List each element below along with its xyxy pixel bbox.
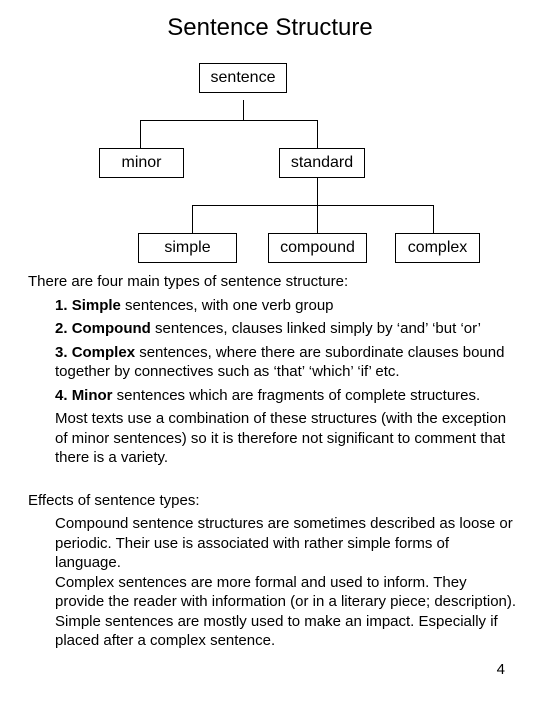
type-name: Simple [71, 296, 121, 314]
effect-item: Compound sentence structures are sometim… [55, 515, 513, 571]
effects-heading: Effects of sentence types: [28, 491, 200, 509]
tree-edge [433, 205, 434, 233]
tree-edge [317, 205, 318, 233]
type-name: Minor [71, 386, 113, 404]
type-item: 1. Simple sentences, with one verb group [28, 296, 518, 316]
effect-item: Simple sentences are mostly used to make… [55, 612, 498, 650]
type-number: 3. [55, 343, 68, 361]
node-sentence: sentence [199, 63, 287, 93]
type-description: sentences which are fragments of complet… [112, 386, 481, 404]
effect-item: Complex sentences are more formal and us… [55, 573, 517, 611]
body-text: There are four main types of sentence st… [28, 272, 518, 651]
type-name: Complex [71, 343, 136, 361]
tree-edge [243, 100, 244, 121]
tree-edge [192, 205, 434, 206]
type-number: 1. [55, 296, 68, 314]
tree-edge [140, 120, 141, 148]
page-title: Sentence Structure [167, 14, 373, 41]
tree-edge [192, 205, 193, 233]
type-number: 2. [55, 320, 68, 337]
node-standard: standard [279, 148, 365, 178]
type-description: sentences, where there are subordinate c… [55, 343, 505, 381]
node-simple: simple [138, 233, 237, 263]
type-item: 2. Compound sentences, clauses linked si… [28, 319, 518, 339]
most-texts-paragraph: Most texts use a combination of these st… [55, 410, 507, 466]
node-compound: compound [268, 233, 367, 263]
page-number: 4 [496, 661, 505, 678]
type-item: 4. Minor sentences which are fragments o… [28, 386, 518, 406]
node-minor: minor [99, 148, 184, 178]
tree-edge [317, 177, 318, 205]
type-description: sentences, clauses linked simply by ‘and… [150, 320, 482, 337]
tree-edge [317, 120, 318, 148]
intro-text: There are four main types of sentence st… [28, 273, 349, 290]
type-name: Compound [71, 320, 151, 337]
tree-edge [140, 120, 318, 121]
type-number: 4. [55, 386, 68, 404]
type-description: sentences, with one verb group [120, 296, 334, 314]
node-complex: complex [395, 233, 480, 263]
type-item: 3. Complex sentences, where there are su… [28, 343, 518, 382]
